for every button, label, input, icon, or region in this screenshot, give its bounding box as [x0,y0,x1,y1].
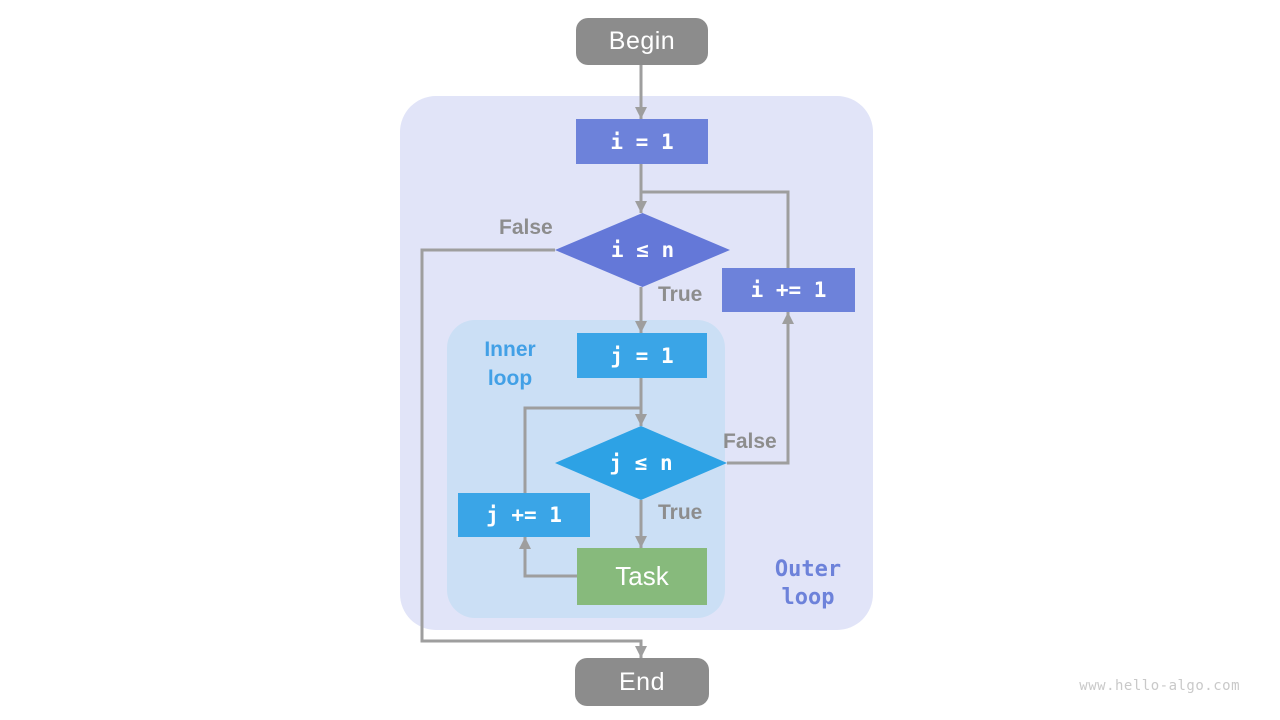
edge-cond-j-false-to-inc-i [727,312,794,465]
inc-j-node: j += 1 [458,493,590,537]
outer-false-branch-label: False [499,216,553,239]
inc-i-node: i += 1 [722,268,855,312]
init-i-node: i = 1 [576,119,708,164]
init-j-node: j = 1 [577,333,707,378]
inner-loop-label-line2: loop [487,367,533,390]
inc-j-node-label: j += 1 [486,503,562,527]
init-j-node-label: j = 1 [610,343,674,368]
watermark-text: www.hello-algo.com [1079,678,1240,694]
outer-loop-label-line1: Outer [774,557,842,582]
inc-i-node-label: i += 1 [750,278,827,302]
begin-node: Begin [576,18,708,65]
end-node-label: End [619,667,665,696]
inner-true-branch-label: True [658,501,703,524]
inner-false-branch-label: False [723,430,777,453]
inner-loop-label-line1: Inner [484,338,536,361]
edge-inc-j-return [523,406,641,493]
cond-j-node-label: j ≤ n [609,451,673,475]
task-node: Task [577,548,707,605]
end-node: End [575,658,709,706]
inner-loop-label: Inner loop [460,335,560,393]
edge-inc-i-return [641,190,790,268]
edge-task-to-inc-j [519,537,577,578]
init-i-node-label: i = 1 [610,129,674,154]
task-node-label: Task [615,561,669,591]
outer-true-branch-label: True [658,283,703,306]
outer-loop-label-line2: loop [781,585,835,610]
outer-loop-label: Outer loop [748,556,868,612]
edge-cond-i-false-to-end [420,248,647,658]
cond-i-node-label: i ≤ n [610,238,675,262]
begin-node-label: Begin [608,27,676,55]
